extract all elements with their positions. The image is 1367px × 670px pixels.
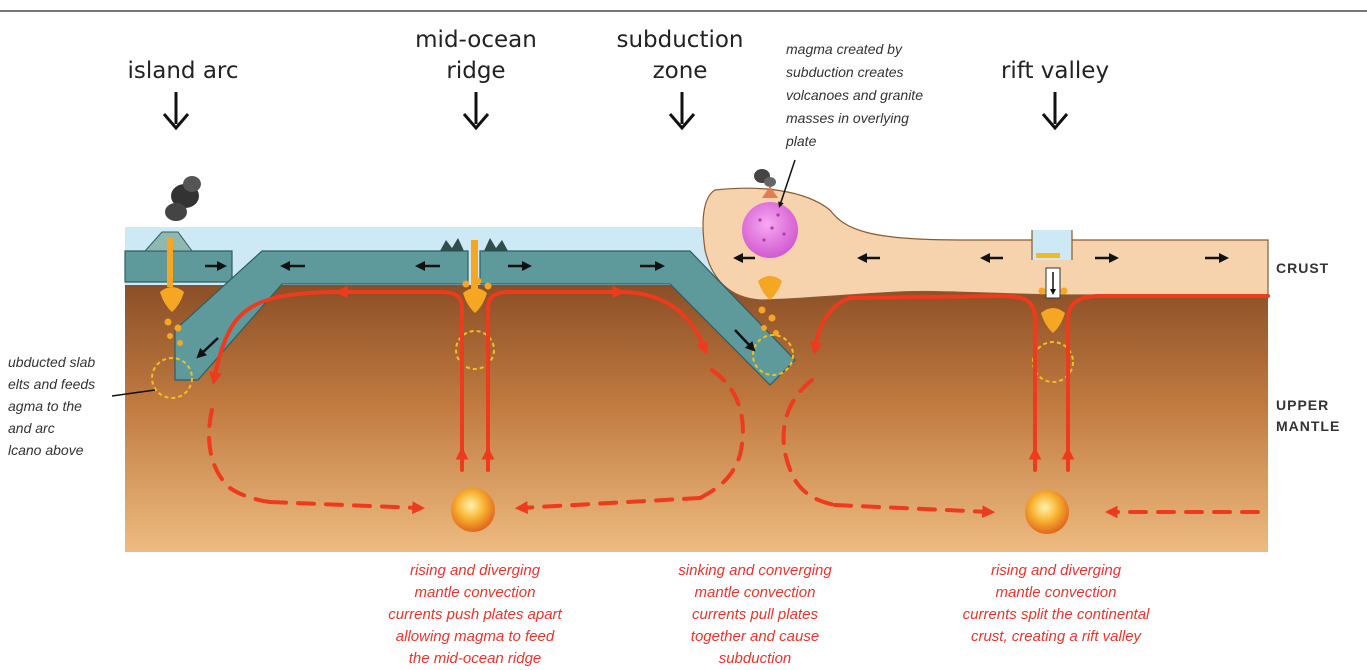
label-mantle: MANTLE [1276,418,1340,434]
granite-magma-mass [742,202,798,258]
hotspot-ridge [451,488,495,532]
svg-text:mantle convection: mantle convection [996,584,1117,601]
svg-text:mantle convection: mantle convection [415,584,536,601]
svg-text:and arc: and arc [8,420,55,436]
location-arrows [164,92,1067,128]
svg-text:currents push plates apart: currents push plates apart [388,606,562,623]
label-zone: zone [653,58,708,84]
label-upper: UPPER [1276,397,1329,413]
svg-text:subduction: subduction [719,650,792,667]
upper-mantle-region [125,282,1268,552]
svg-text:together and cause: together and cause [691,628,819,645]
label-crust: CRUST [1276,260,1329,276]
svg-text:agma to the: agma to the [8,398,82,414]
svg-text:plate: plate [785,133,817,149]
caption-subduction: sinking and converging mantle convection… [678,562,832,667]
magma-note: magma created by subduction creates volc… [785,41,923,149]
label-mid-ocean: mid-ocean [415,27,537,53]
svg-text:currents pull plates: currents pull plates [692,606,818,623]
svg-text:the mid-ocean ridge: the mid-ocean ridge [409,650,542,667]
svg-text:mantle convection: mantle convection [695,584,816,601]
svg-text:lcano above: lcano above [8,442,84,458]
slab-note: ubducted slab elts and feeds agma to the… [8,354,95,458]
svg-text:sinking and converging: sinking and converging [678,562,832,579]
label-island-arc: island arc [127,58,238,84]
svg-text:rising and diverging: rising and diverging [991,562,1122,579]
caption-ridge: rising and diverging mantle convection c… [388,562,562,667]
label-ridge: ridge [446,58,505,84]
svg-text:magma created by: magma created by [786,41,903,57]
svg-text:volcanoes and granite: volcanoes and granite [786,87,923,103]
svg-text:subduction creates: subduction creates [786,64,904,80]
hotspot-rift [1025,490,1069,534]
rift-magma-pool [1036,253,1060,258]
caption-rift: rising and diverging mantle convection c… [963,562,1150,645]
svg-text:rising and diverging: rising and diverging [410,562,541,579]
island-arc-magma-conduit [167,237,173,287]
svg-text:crust, creating a rift valley: crust, creating a rift valley [971,628,1143,645]
label-rift-valley: rift valley [1001,58,1109,84]
svg-text:ubducted slab: ubducted slab [8,354,95,370]
svg-text:masses in overlying: masses in overlying [786,110,909,126]
svg-text:allowing magma to feed: allowing magma to feed [396,628,555,645]
svg-text:elts and feeds: elts and feeds [8,376,95,392]
label-subduction: subduction [616,27,743,53]
svg-text:currents split the continental: currents split the continental [963,606,1150,623]
